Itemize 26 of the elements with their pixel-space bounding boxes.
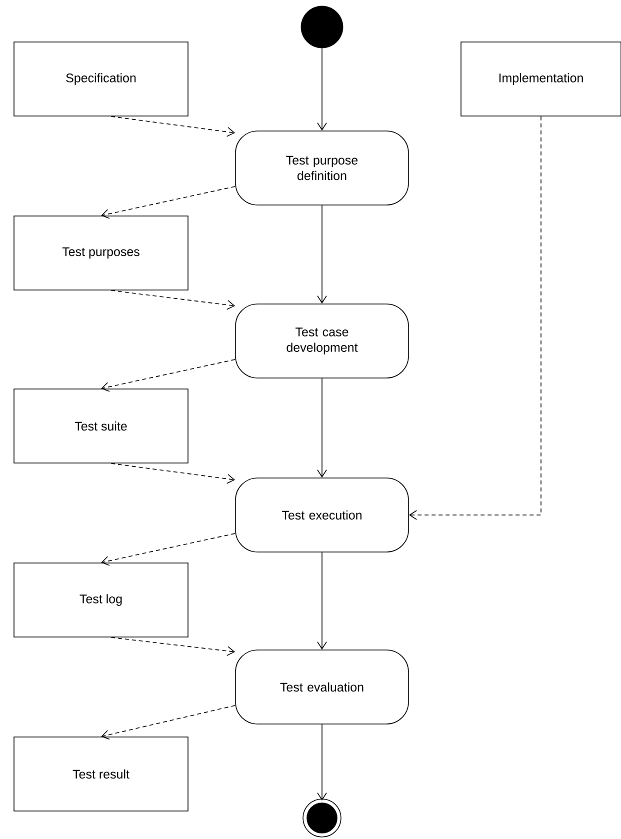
activity-node: Test execution [235, 478, 409, 552]
artifact-box: Test purposes [14, 216, 188, 290]
dashed-arrow [101, 359, 236, 392]
artifact-box: Specification [14, 42, 188, 116]
activity-node: Test evaluation [235, 650, 409, 724]
dashed-arrow [110, 463, 236, 484]
dashed-arrow [101, 533, 236, 566]
arrow [317, 48, 327, 131]
initial-node [300, 6, 344, 48]
arrow [317, 378, 327, 478]
final-node [302, 798, 342, 838]
arrow [317, 205, 327, 304]
arrow [317, 552, 327, 650]
dashed-arrow [101, 186, 236, 219]
artifact-box: Test result [14, 736, 188, 812]
dashed-arrow [110, 116, 236, 137]
dashed-arrow [101, 705, 236, 740]
activity-node: Test case development [235, 304, 409, 378]
artifact-box: Implementation [460, 42, 621, 116]
artifact-box: Test suite [14, 388, 188, 464]
dashed-arrow [110, 290, 236, 310]
dashed-arrow [110, 637, 236, 656]
arrow [317, 724, 327, 801]
activity-node: Test purpose definition [235, 130, 409, 206]
dashed-arrow [408, 116, 542, 520]
artifact-box: Test log [14, 562, 188, 638]
